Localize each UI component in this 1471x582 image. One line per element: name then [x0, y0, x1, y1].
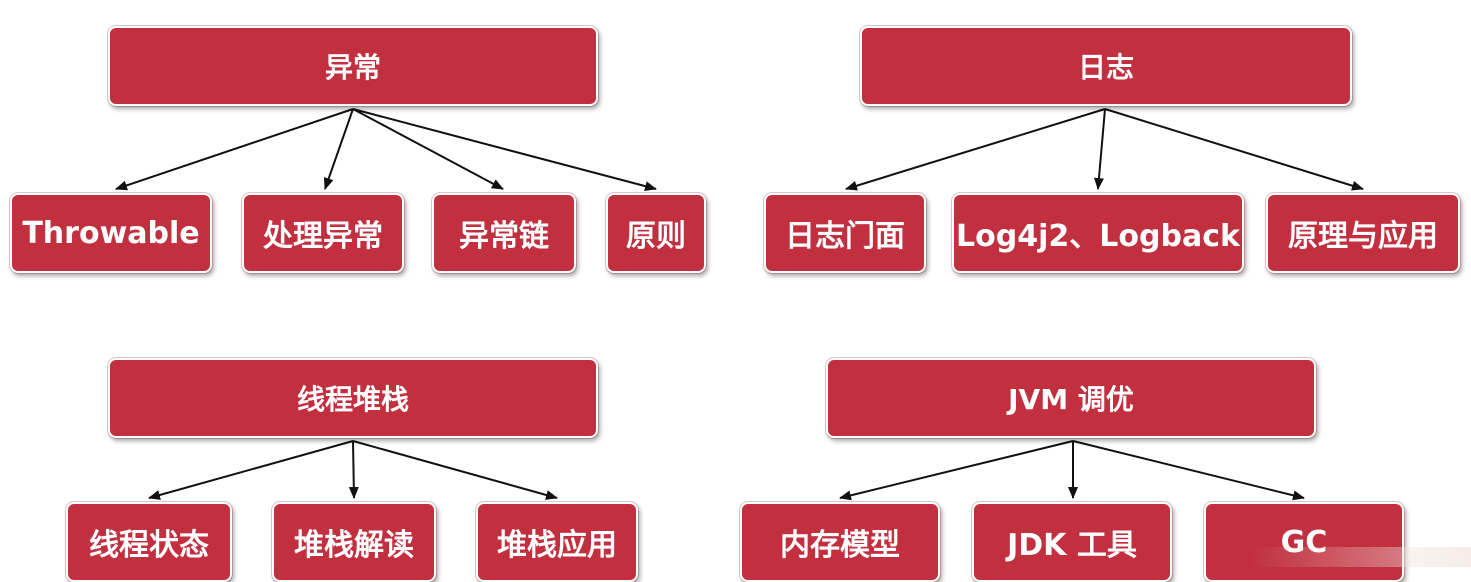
connector-arrow — [1093, 108, 1106, 190]
connector-arrow — [845, 108, 1106, 191]
node-jdk-tools[interactable]: JDK 工具 — [972, 502, 1172, 582]
connector-arrow — [348, 440, 359, 499]
connector-arrow — [1072, 440, 1305, 501]
connector-arrow — [839, 440, 1074, 501]
node-stack-reading[interactable]: 堆栈解读 — [272, 502, 436, 582]
node-thread-stack[interactable]: 线程堆栈 — [108, 358, 598, 438]
node-gc[interactable]: GC — [1204, 502, 1404, 582]
arrow-group — [115, 108, 1364, 501]
node-memory-model[interactable]: 内存模型 — [740, 502, 940, 582]
node-jvm-tuning[interactable]: JVM 调优 — [826, 358, 1316, 438]
node-stack-application[interactable]: 堆栈应用 — [476, 502, 638, 582]
corner-watermark — [1251, 547, 1471, 567]
connector-arrow — [115, 108, 354, 191]
connector-arrow — [148, 440, 354, 500]
node-exception[interactable]: 异常 — [108, 26, 598, 106]
node-logging[interactable]: 日志 — [860, 26, 1352, 106]
connector-arrow — [352, 440, 558, 500]
node-log-facade[interactable]: 日志门面 — [764, 193, 926, 273]
node-handle-exception[interactable]: 处理异常 — [242, 193, 404, 273]
node-throwable[interactable]: Throwable — [10, 193, 212, 273]
node-principles-application[interactable]: 原理与应用 — [1266, 193, 1460, 273]
connector-arrow — [323, 108, 354, 190]
connector-arrow — [352, 108, 504, 190]
node-log4j2-logback[interactable]: Log4j2、Logback — [952, 193, 1244, 273]
connector-arrow — [352, 108, 657, 192]
node-exception-chain[interactable]: 异常链 — [432, 193, 576, 273]
node-principles[interactable]: 原则 — [606, 193, 706, 273]
node-thread-state[interactable]: 线程状态 — [66, 502, 232, 582]
connector-arrow — [1104, 108, 1364, 191]
